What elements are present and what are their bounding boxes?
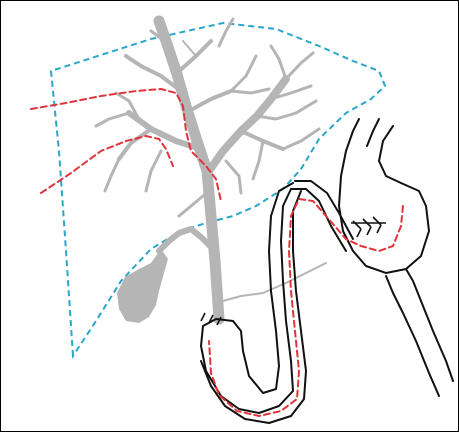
bile-branch	[189, 91, 231, 111]
stomach-outline-inner	[367, 119, 379, 146]
suture-mark	[377, 225, 381, 233]
bile-branch	[105, 159, 119, 191]
duodenum-outline	[406, 269, 453, 381]
bile-branch	[96, 113, 129, 126]
bile-branch	[116, 93, 141, 123]
bile-branch	[286, 53, 313, 79]
bile-branch	[183, 41, 196, 56]
bile-branch	[253, 141, 263, 179]
bile-branch	[231, 89, 269, 93]
bile-branch	[177, 41, 211, 73]
pancreatic-duct	[223, 263, 326, 301]
bile-branch	[231, 56, 256, 91]
suture-mark	[201, 313, 205, 321]
bile-branch	[146, 151, 161, 191]
bowel-outlines	[201, 119, 453, 423]
bile-branch	[119, 129, 151, 159]
suture-mark	[367, 227, 371, 235]
suture-mark	[357, 229, 361, 237]
bile-branch	[283, 129, 319, 149]
cystic-duct	[159, 229, 213, 251]
bile-branch	[271, 46, 286, 79]
gallbladder	[117, 249, 168, 323]
duodenum-outline-inner	[386, 276, 439, 396]
bile-branch	[226, 161, 241, 193]
